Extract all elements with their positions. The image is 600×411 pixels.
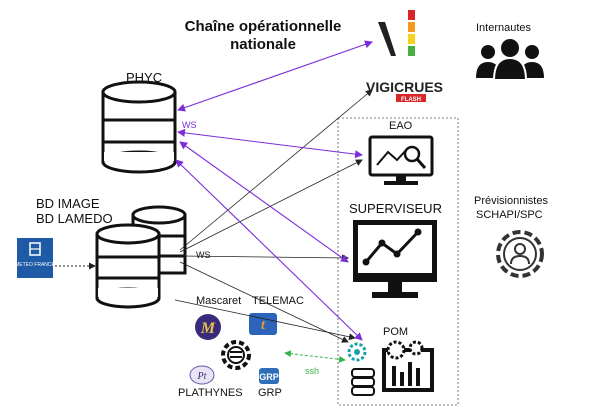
svg-text:M: M [200, 320, 216, 337]
diagram-title: Chaîne opérationnelle nationale [168, 18, 358, 54]
phyc-connections [175, 40, 373, 341]
grp-label: GRP [258, 387, 282, 399]
svg-text:Pt: Pt [197, 371, 207, 382]
phyc-database-icon [101, 80, 177, 174]
bd-database-icon [95, 205, 187, 309]
telemac-label: TELEMAC [252, 295, 304, 307]
gears-monitor-icon [347, 340, 434, 396]
vigicrues-logo-icon [378, 10, 415, 56]
monitor-magnifier-icon [368, 135, 434, 185]
svg-text:FLASH: FLASH [401, 97, 421, 103]
gear-icon [221, 340, 251, 370]
mascaret-label: Mascaret [196, 295, 242, 307]
meteo-france-logo-icon: METEO FRANCE [15, 238, 56, 278]
ssh-connection [284, 350, 346, 363]
svg-text:GRP: GRP [259, 372, 279, 382]
ws-bd-label: WS [196, 250, 211, 260]
plathynes-label: PLATHYNES [178, 387, 243, 399]
svg-text:VIGICRUES: VIGICRUES [366, 79, 443, 95]
eao-label: EAO [389, 120, 413, 132]
pom-label: POM [383, 326, 409, 338]
ssh-label: ssh [305, 366, 320, 376]
monitor-chart-icon [353, 220, 437, 298]
plathynes-logo-icon: Pt [189, 365, 215, 385]
gear-user-icon [496, 230, 544, 278]
superviseur-label: SUPERVISEUR [349, 201, 442, 216]
schapi-spc-label: SCHAPI/SPC [476, 209, 543, 221]
title-line-1: Chaîne opérationnelle [184, 18, 342, 35]
mascaret-logo-icon: M [195, 314, 221, 340]
bd-lamedo-label: BD LAMEDO [36, 211, 113, 226]
ws-phyc-label: WS [182, 120, 197, 130]
bd-image-label: BD IMAGE [36, 196, 100, 211]
grp-logo-icon: GRP [259, 368, 279, 384]
svg-text:METEO FRANCE: METEO FRANCE [15, 262, 55, 268]
people-group-icon [476, 39, 544, 81]
title-line-2: nationale [230, 36, 296, 53]
phyc-label: PHYC [126, 70, 163, 85]
vigicrues-flash-logo-icon: VIGICRUES FLASH [366, 79, 443, 103]
internautes-label: Internautes [476, 22, 532, 34]
previsionnistes-label: Prévisionnistes [474, 195, 548, 207]
operational-frame [337, 117, 459, 406]
